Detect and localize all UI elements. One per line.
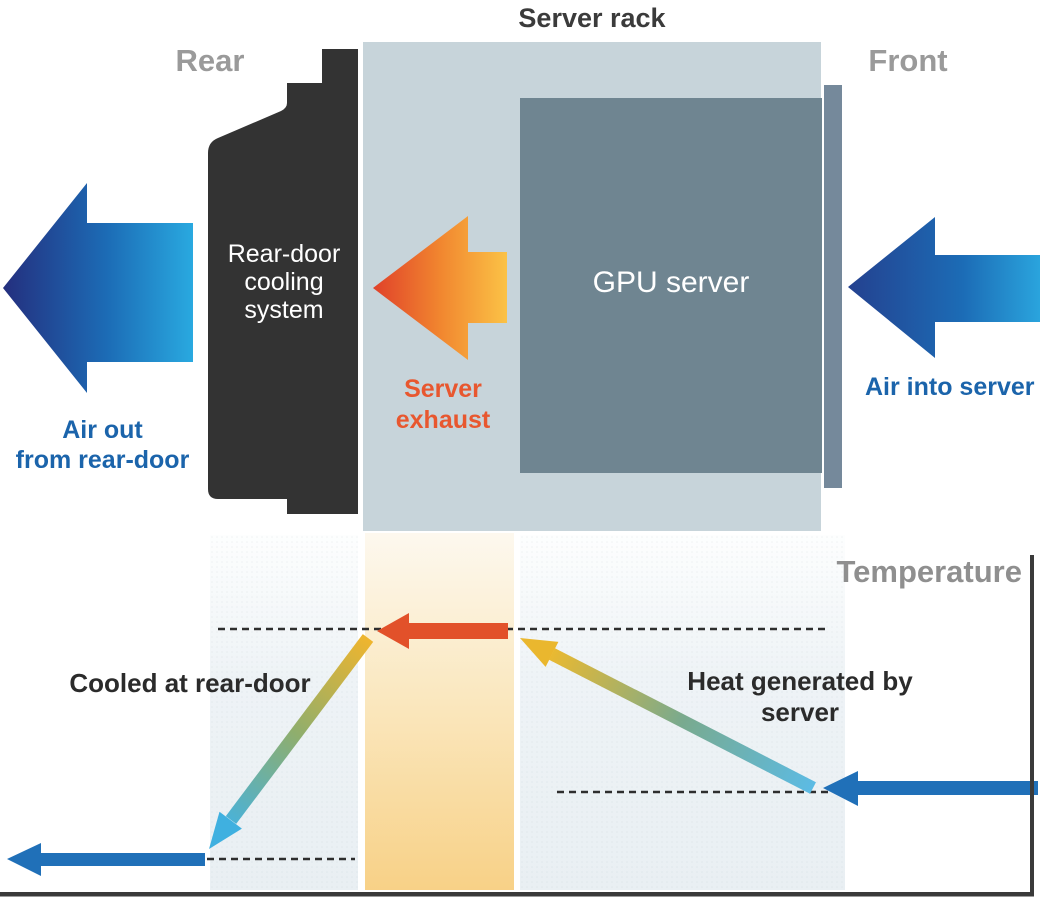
exhaust-flow-arrow: [377, 613, 508, 649]
x-axis-line: [0, 892, 1034, 897]
band-rear-door-texture: [210, 535, 358, 890]
heat-annotation: Heat generated by server: [687, 666, 913, 727]
cooled-gradient-arrow-shaft: [225, 634, 374, 824]
diagram-title: Server rack: [518, 3, 666, 33]
temperature-axis-label: Temperature: [836, 554, 1023, 589]
gpu-server-label: GPU server: [592, 266, 750, 299]
server-exhaust-label: Server exhaust: [368, 374, 518, 436]
air-into-server-label: Air into server: [865, 373, 1035, 401]
cooling-label-line2: cooling: [244, 268, 324, 296]
heat-gradient-arrow-head: [520, 638, 559, 667]
exhaust-label-line2: exhaust: [395, 406, 491, 434]
air-in-arrow: [848, 217, 1040, 358]
exhaust-label-line1: Server: [404, 375, 482, 403]
front-label: Front: [868, 43, 948, 78]
inlet-flow-arrow: [823, 771, 1038, 806]
air-out-label: Air out from rear-door: [5, 415, 200, 475]
heat-gradient-arrow-shaft: [549, 648, 816, 794]
cooling-label-line3: system: [244, 296, 324, 324]
temperature-axis-line: [1030, 555, 1034, 896]
band-exhaust-zone: [365, 533, 514, 890]
air-out-arrow: [3, 183, 193, 393]
band-server-texture: [520, 535, 845, 890]
rear-door-cooling-label: Rear-door cooling system: [210, 240, 358, 324]
cooling-label-line1: Rear-door: [227, 240, 341, 268]
cooled-gradient-arrow-head: [209, 811, 242, 849]
server-front-panel: [824, 85, 842, 488]
rear-label: Rear: [175, 43, 245, 78]
outlet-flow-arrow: [7, 843, 205, 876]
air-out-label-line1: Air out: [62, 416, 143, 444]
server-exhaust-arrow: [373, 216, 507, 360]
rear-door-cooling-shape: [208, 49, 358, 514]
gpu-server-box: [520, 98, 822, 473]
air-out-label-line2: from rear-door: [15, 446, 190, 474]
cooled-annotation: Cooled at rear-door: [69, 668, 311, 698]
